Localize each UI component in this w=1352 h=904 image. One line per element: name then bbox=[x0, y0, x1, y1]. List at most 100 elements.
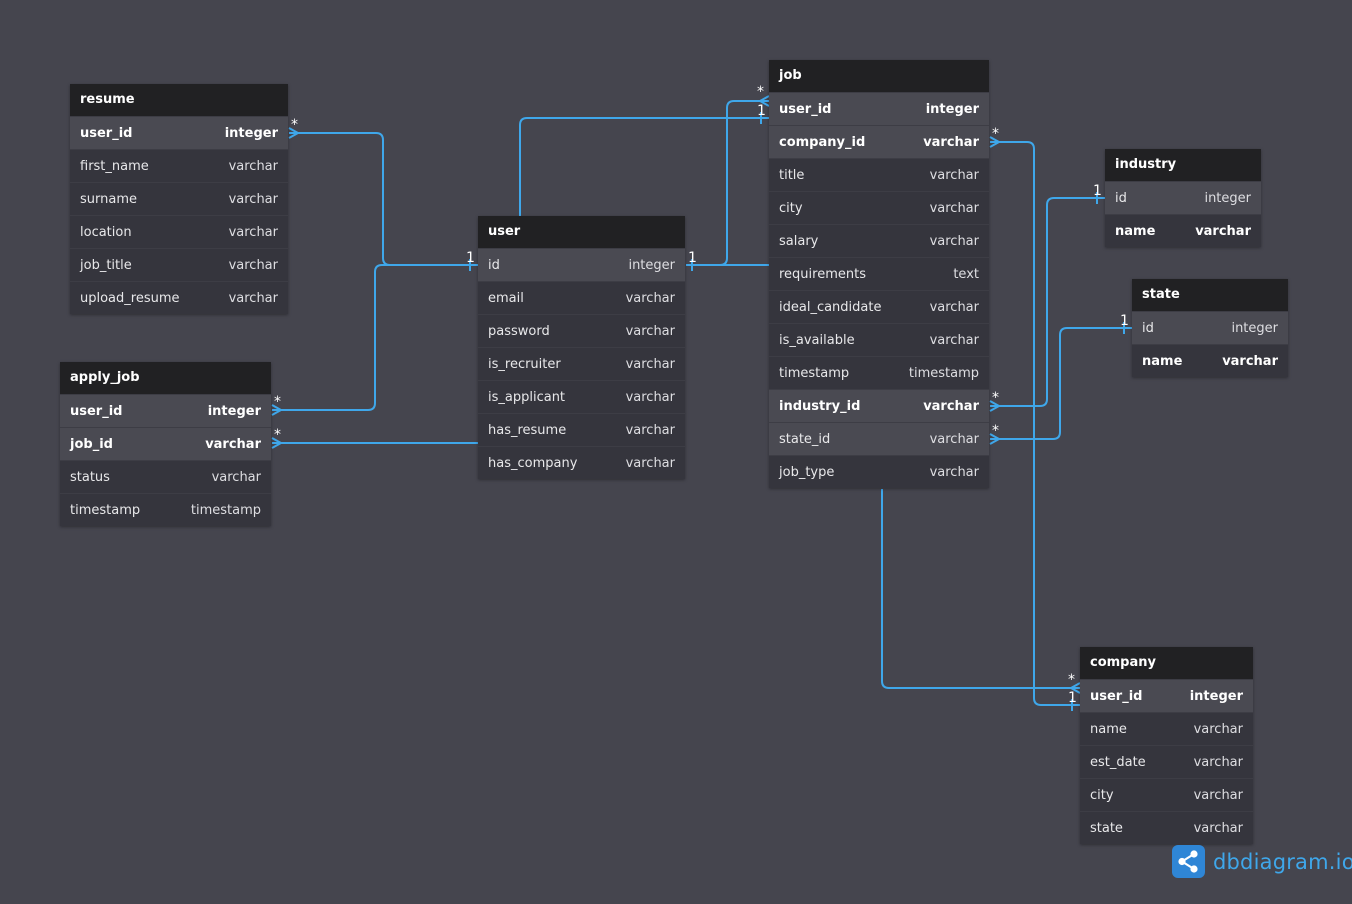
field-row[interactable]: industry_id varchar bbox=[769, 389, 989, 422]
table-header[interactable]: user bbox=[478, 216, 685, 248]
field-row[interactable]: upload_resume varchar bbox=[70, 281, 288, 314]
relation-job-company[interactable] bbox=[990, 141, 1080, 706]
table-header[interactable]: apply_job bbox=[60, 362, 271, 394]
field-name: city bbox=[1090, 787, 1114, 803]
many-marker[interactable] bbox=[989, 400, 1000, 412]
field-name: id bbox=[1142, 320, 1154, 336]
many-marker[interactable] bbox=[271, 437, 282, 449]
field-type: varchar bbox=[625, 455, 675, 471]
field-name: user_id bbox=[70, 403, 123, 419]
many-marker[interactable] bbox=[288, 127, 299, 139]
field-name: upload_resume bbox=[80, 290, 180, 306]
table-header[interactable]: resume bbox=[70, 84, 288, 116]
field-type: varchar bbox=[929, 464, 979, 480]
many-marker[interactable] bbox=[989, 136, 1000, 148]
field-type: integer bbox=[1204, 190, 1251, 206]
field-name: requirements bbox=[779, 266, 866, 282]
cardinality-label: 1 bbox=[1068, 690, 1077, 706]
field-type: timestamp bbox=[190, 502, 261, 518]
field-name: city bbox=[779, 200, 803, 216]
field-type: varchar bbox=[929, 431, 979, 447]
relation-applyjob-user[interactable] bbox=[272, 264, 478, 411]
field-name: status bbox=[70, 469, 110, 485]
many-marker[interactable] bbox=[271, 404, 282, 416]
table-header[interactable]: industry bbox=[1105, 149, 1261, 181]
relation-job-industry[interactable] bbox=[990, 197, 1105, 407]
cardinality-label: * bbox=[992, 126, 999, 142]
many-marker[interactable] bbox=[1070, 682, 1081, 694]
cardinality-label: * bbox=[757, 84, 764, 100]
many-marker[interactable] bbox=[989, 433, 1000, 445]
table-header[interactable]: state bbox=[1132, 279, 1288, 311]
dbdiagram-logo[interactable]: dbdiagram.io bbox=[1172, 845, 1352, 878]
field-name: name bbox=[1115, 223, 1156, 239]
relation-job-state[interactable] bbox=[990, 327, 1132, 440]
field-row[interactable]: name varchar bbox=[1132, 344, 1288, 377]
relation-resume-user[interactable] bbox=[289, 132, 478, 266]
field-type: varchar bbox=[929, 200, 979, 216]
field-name: name bbox=[1142, 353, 1183, 369]
field-type: varchar bbox=[1222, 353, 1278, 369]
field-type: varchar bbox=[625, 323, 675, 339]
field-type: timestamp bbox=[908, 365, 979, 381]
field-type: integer bbox=[224, 125, 278, 141]
field-type: varchar bbox=[228, 191, 278, 207]
field-type: varchar bbox=[205, 436, 261, 452]
relation-job-user-top[interactable] bbox=[519, 117, 769, 216]
field-name: industry_id bbox=[779, 398, 861, 414]
cardinality-label: 1 bbox=[466, 250, 475, 266]
field-type: varchar bbox=[228, 290, 278, 306]
relation-user-job[interactable] bbox=[686, 100, 769, 266]
table-header[interactable]: job bbox=[769, 60, 989, 92]
field-name: ideal_candidate bbox=[779, 299, 882, 315]
many-marker[interactable] bbox=[759, 95, 770, 107]
table-header[interactable]: company bbox=[1080, 647, 1253, 679]
field-type: varchar bbox=[923, 398, 979, 414]
field-row[interactable]: ideal_candidate varchar bbox=[769, 290, 989, 323]
relation-company-user[interactable] bbox=[881, 489, 1080, 689]
field-type: varchar bbox=[929, 299, 979, 315]
field-row[interactable]: city varchar bbox=[769, 191, 989, 224]
